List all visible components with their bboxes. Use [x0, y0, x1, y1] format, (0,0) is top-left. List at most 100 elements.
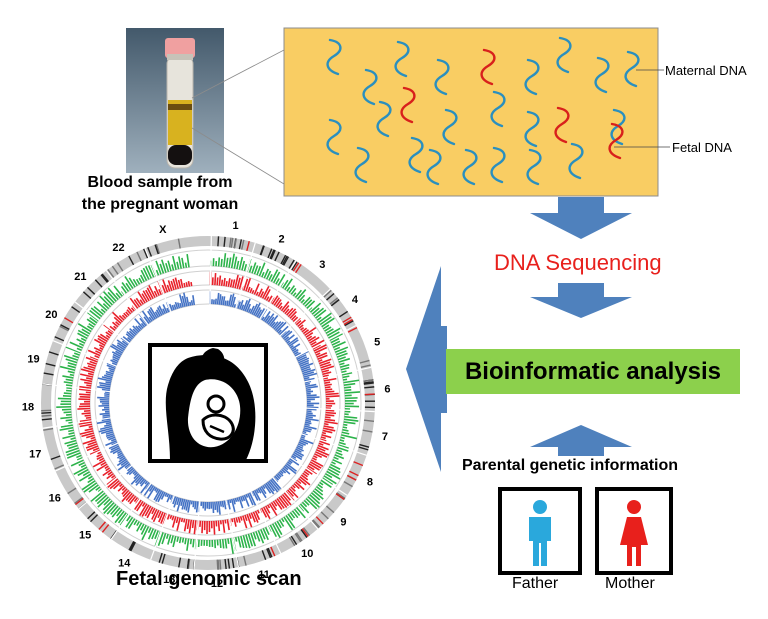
mother-label: Mother: [605, 575, 655, 593]
red-track-bar: [82, 413, 91, 414]
down-arrow-sequencing: [530, 197, 632, 239]
chromosome-label: 7: [382, 431, 388, 443]
red-track-bar: [249, 514, 251, 519]
blood-tube-photo: [126, 28, 224, 173]
green-track-bar: [345, 392, 360, 393]
green-track-bar: [343, 376, 350, 377]
red-track-bar: [280, 306, 282, 309]
green-track-bar: [81, 465, 86, 467]
blue-track-bar: [213, 502, 214, 513]
blue-track-bar: [217, 502, 218, 513]
green-track-bar: [66, 379, 73, 380]
green-track-bar: [64, 393, 71, 394]
red-track-bar: [189, 281, 190, 286]
green-track-bar: [88, 476, 92, 479]
green-track-bar: [343, 425, 347, 426]
ideogram-band: [365, 394, 375, 395]
green-track-bar: [231, 538, 234, 554]
red-track-bar: [193, 520, 194, 528]
red-track-bar: [86, 378, 92, 379]
green-track-bar: [342, 432, 349, 434]
up-arrow-parental: [530, 425, 632, 456]
green-track-bar: [168, 535, 171, 545]
blue-track-bar: [307, 409, 317, 410]
dna-sequencing-label: DNA Sequencing: [494, 250, 662, 276]
red-track-bar: [326, 396, 340, 397]
blue-track-bar: [307, 397, 320, 398]
green-track-bar: [128, 519, 134, 529]
red-track-bar: [184, 519, 185, 523]
blue-track-bar: [218, 293, 219, 305]
blue-track-bar: [234, 304, 235, 307]
blue-track-bar: [219, 294, 220, 304]
green-track-bar: [70, 342, 83, 348]
red-track-bar: [325, 387, 331, 388]
red-track-bar: [86, 385, 91, 386]
red-track-bar: [214, 521, 215, 535]
ideogram-band: [41, 413, 51, 414]
blue-track-bar: [221, 296, 222, 305]
green-track-bar: [167, 534, 168, 539]
blue-track-bar: [102, 415, 109, 416]
red-track-bar: [184, 283, 185, 287]
chromosome-separator: [210, 236, 211, 311]
blue-track-bar: [165, 493, 167, 496]
red-track-bar: [322, 372, 331, 374]
red-track-bar: [238, 517, 240, 523]
green-track-bar: [344, 384, 355, 385]
green-track-bar: [336, 452, 343, 455]
ideogram-band: [42, 415, 52, 416]
blue-track-bar: [230, 500, 231, 503]
green-track-bar: [340, 440, 344, 441]
red-track-bar: [188, 519, 190, 528]
red-track-bar: [80, 397, 90, 398]
green-track-bar: [137, 279, 140, 284]
red-track-bar: [325, 419, 335, 420]
red-track-bar: [267, 297, 269, 301]
blue-track-bar: [109, 371, 114, 373]
red-track-bar: [248, 287, 250, 292]
chromosome-label: 18: [22, 401, 34, 413]
green-track-bar: [226, 258, 227, 267]
green-track-bar: [69, 433, 75, 434]
green-track-bar: [60, 428, 74, 430]
green-track-bar: [182, 258, 184, 268]
green-track-bar: [166, 263, 169, 272]
green-track-bar: [344, 387, 351, 388]
chromosome-label: 9: [340, 517, 346, 529]
green-track-bar: [320, 482, 323, 484]
green-track-bar: [137, 521, 139, 525]
green-track-bar: [339, 442, 345, 444]
blood-sample-caption-line1: Blood sample from: [70, 172, 250, 194]
blue-track-bar: [197, 501, 198, 512]
green-track-bar: [287, 287, 290, 291]
chromosome-label: 16: [49, 492, 61, 504]
red-track-bar: [268, 505, 270, 508]
green-track-bar: [191, 539, 192, 544]
blue-track-bar: [305, 424, 310, 425]
green-track-bar: [185, 538, 186, 544]
green-track-bar: [81, 338, 86, 340]
red-track-bar: [100, 348, 103, 350]
red-track-bar: [77, 408, 90, 409]
blue-track-bar: [306, 390, 311, 391]
red-track-bar: [318, 360, 322, 361]
green-track-bar: [224, 253, 226, 267]
green-track-bar: [301, 300, 304, 303]
blue-track-bar: [306, 391, 313, 392]
red-track-bar: [325, 384, 332, 385]
red-track-bar: [326, 391, 335, 392]
green-track-bar: [334, 347, 340, 349]
red-track-bar: [312, 458, 316, 460]
green-track-bar: [259, 263, 264, 276]
blood-sample-caption: Blood sample from the pregnant woman: [70, 172, 250, 216]
green-track-bar: [338, 357, 346, 360]
green-track-bar: [193, 539, 194, 547]
red-track-bar: [325, 415, 334, 416]
red-track-bar: [84, 382, 91, 383]
green-track-bar: [219, 257, 220, 266]
blue-track-bar: [195, 501, 196, 509]
ideogram-band: [218, 236, 219, 246]
green-track-bar: [244, 264, 246, 271]
